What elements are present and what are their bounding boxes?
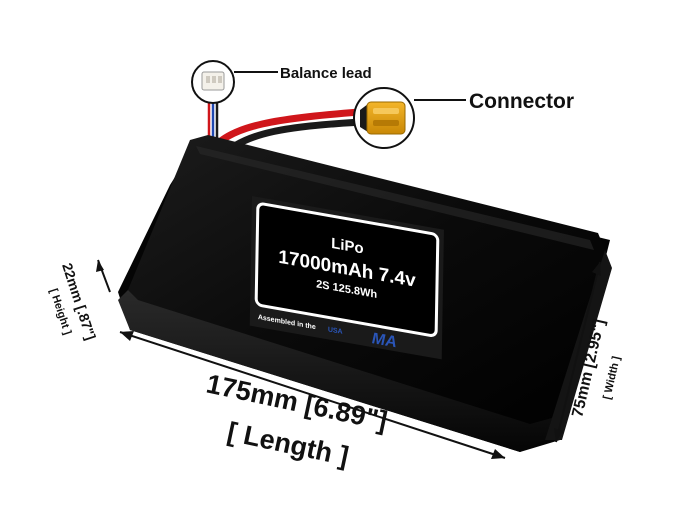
width-caption: [ Width ] <box>601 355 623 401</box>
length-dimension-line <box>119 331 506 459</box>
battery-label: LiPo 17000mAh 7.4v 2S 125.8Wh Assembled … <box>249 196 444 360</box>
xt-connector <box>353 87 415 149</box>
label-chemistry: LiPo <box>331 235 364 258</box>
label-assembled-country: USA <box>328 326 343 336</box>
width-dimension-line <box>554 261 601 443</box>
height-dimension-line <box>96 259 111 293</box>
maxamps-logo: MA <box>372 329 397 351</box>
callout-lines <box>234 71 466 101</box>
balance-lead-plug <box>191 60 235 104</box>
balance-lead-callout: Balance lead <box>280 65 372 82</box>
connector-callout: Connector <box>469 90 574 113</box>
